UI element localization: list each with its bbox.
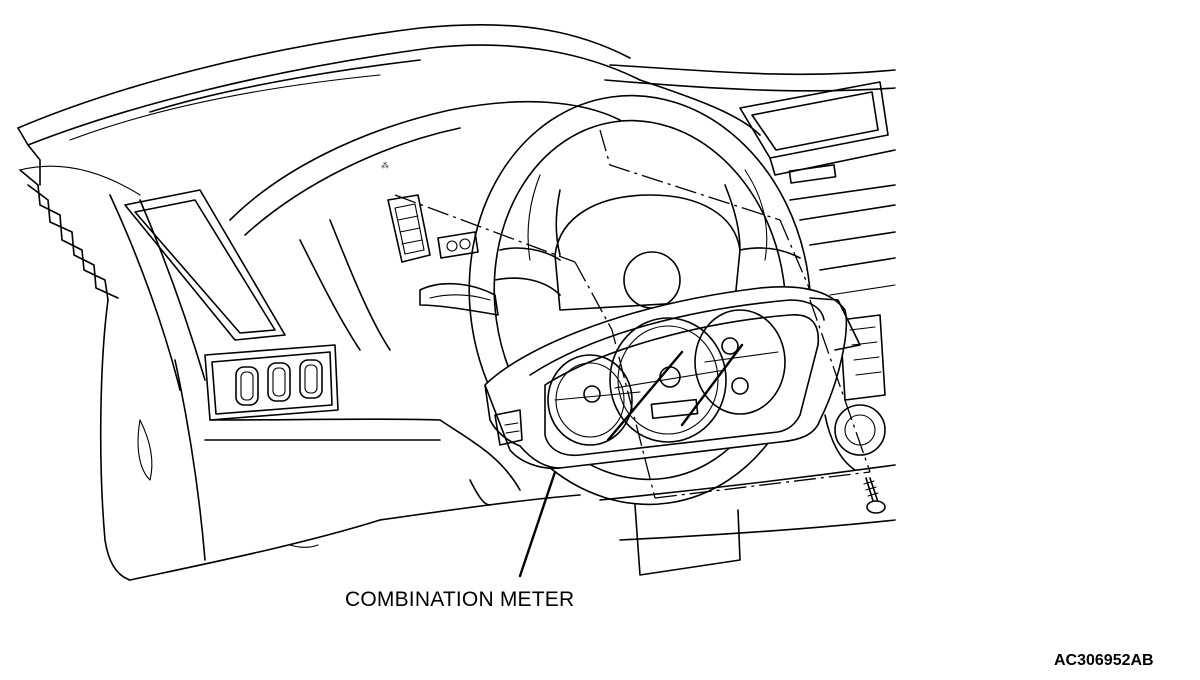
- switch-panel: [205, 345, 338, 420]
- lower-left-body: [101, 300, 380, 580]
- svg-text:⁂: ⁂: [381, 161, 389, 170]
- callout-leader: [520, 472, 555, 576]
- dashboard-top: [18, 25, 895, 185]
- center-vent-and-controls: [825, 315, 885, 470]
- left-air-vent: [20, 166, 205, 390]
- combination-meter-label: COMBINATION METER: [345, 588, 575, 611]
- combination-meter: [485, 287, 860, 468]
- left-side-panel: [125, 190, 285, 340]
- meter-connector: ⁂: [381, 161, 478, 262]
- figure-id: AC306952AB: [1054, 652, 1154, 669]
- removal-guide-lines: [395, 130, 870, 498]
- instrument-hood: [230, 102, 620, 350]
- screw-icon: [864, 478, 885, 513]
- center-display: [740, 82, 895, 295]
- lower-dash: [205, 419, 895, 575]
